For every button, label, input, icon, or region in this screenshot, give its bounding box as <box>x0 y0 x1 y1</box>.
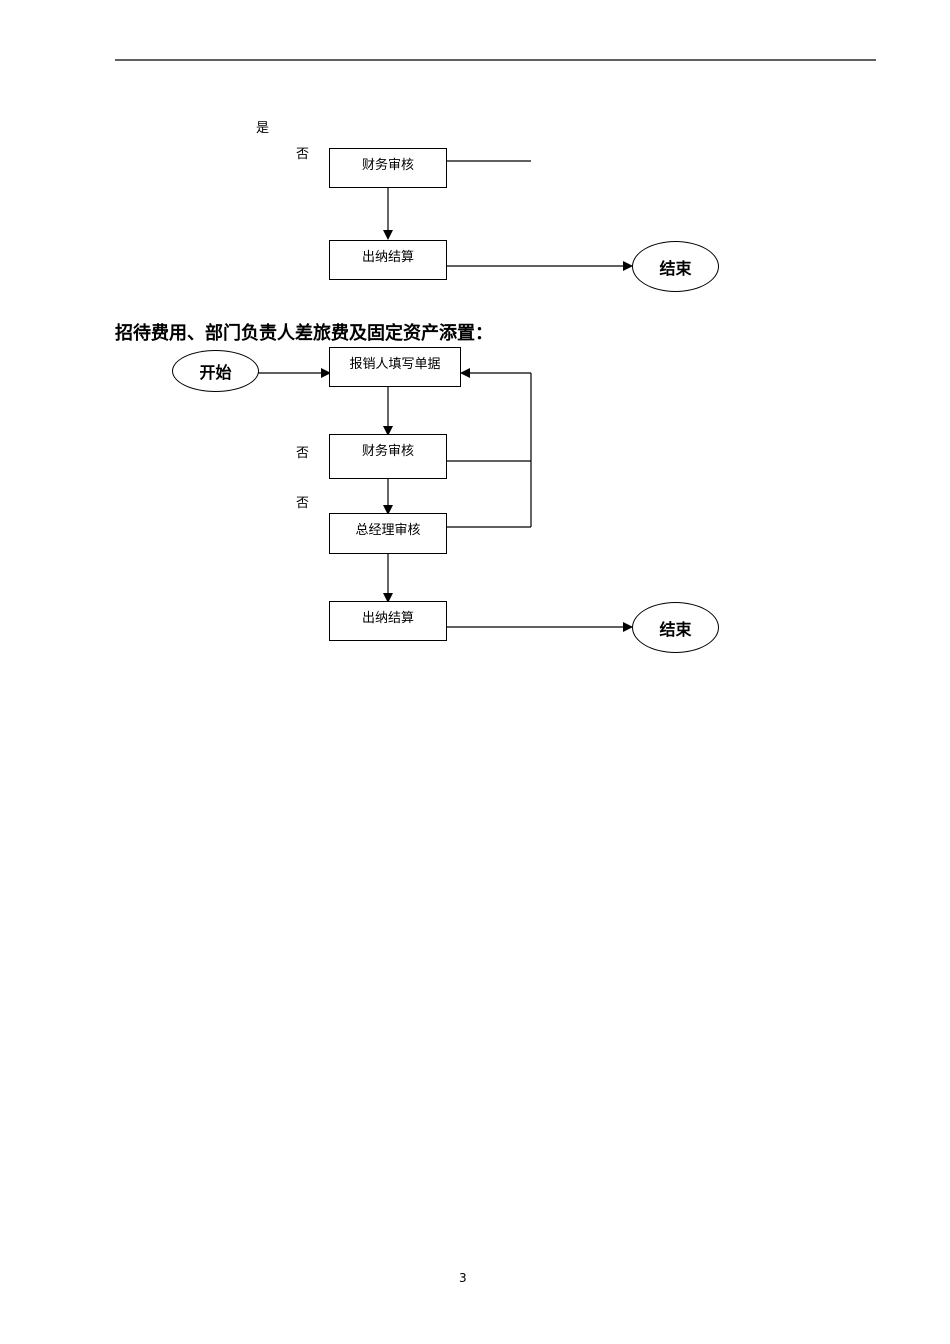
finance-review-box: 财务审核 <box>329 434 447 479</box>
section-heading: 招待费用、部门负责人差旅费及固定资产添置： <box>115 323 493 344</box>
end-node: 结束 <box>632 602 719 653</box>
page-number: 3 <box>459 1271 467 1285</box>
label-no: 否 <box>296 496 310 511</box>
label-yes: 是 <box>256 121 270 136</box>
finance-review-box: 财务审核 <box>329 148 447 188</box>
start-node: 开始 <box>172 350 259 392</box>
fill-form-box: 报销人填写单据 <box>329 347 461 387</box>
cashier-settlement-box: 出纳结算 <box>329 240 447 280</box>
label-no: 否 <box>296 147 310 162</box>
end-node: 结束 <box>632 241 719 292</box>
label-no: 否 <box>296 446 310 461</box>
cashier-settlement-box: 出纳结算 <box>329 601 447 641</box>
gm-review-box: 总经理审核 <box>329 513 447 554</box>
